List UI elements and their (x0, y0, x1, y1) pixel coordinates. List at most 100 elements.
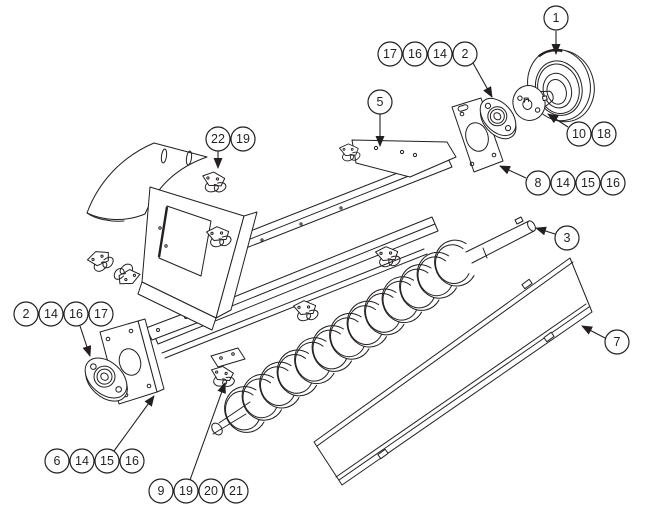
balloon-label: 7 (614, 335, 621, 349)
frame-bottom-edge (161, 248, 425, 354)
hub-barrel-line (544, 100, 553, 108)
shaft-key (514, 216, 524, 225)
flange-bolt-hole (504, 125, 512, 132)
plate-bolt-hole (469, 161, 475, 167)
leader-upper-bearing-plate (499, 165, 527, 179)
cover-panel-tab (521, 278, 533, 290)
shaft-shoulder (482, 247, 488, 259)
balloon-upper-flange-bearing-14 (427, 41, 453, 67)
balloon-label: 16 (606, 176, 620, 190)
balloon-label: 14 (556, 176, 570, 190)
balloon-label: 9 (158, 484, 165, 498)
leader-hub-bushing (547, 113, 569, 128)
auger-shaft-end-cap (211, 422, 223, 436)
upper-plate-face (451, 97, 504, 173)
hub-hole (534, 107, 541, 113)
cover-panel (313, 257, 593, 486)
auger-shaft-line (218, 401, 251, 424)
balloon-lower-clamp-bracket-21 (223, 478, 249, 504)
auger-flights-outer (224, 239, 475, 433)
balloon-label: 17 (94, 307, 108, 321)
leader-lower-clamp-bracket (189, 382, 226, 481)
cover-panel-tab (543, 331, 555, 343)
upper-plate-hole (465, 122, 489, 152)
balloon-lower-clamp-bracket-20 (198, 478, 224, 504)
frame-weldment (86, 139, 457, 359)
balloon-label: 14 (433, 47, 447, 61)
hub-setscrew (541, 95, 548, 102)
hub-barrel-line (539, 90, 551, 93)
balloon-lower-flange-bearing-14 (38, 301, 64, 327)
auger-drive-shaft-line (471, 230, 535, 264)
leader-lower-bearing-plate (113, 395, 155, 452)
balloon-auger-3 (554, 225, 580, 251)
tip-plate-hole (399, 149, 405, 155)
frame-tower-side (215, 211, 258, 319)
balloon-lower-bearing-plate-15 (94, 448, 120, 474)
pulley-bore (546, 79, 567, 105)
balloon-hub-bushing-10 (566, 121, 592, 147)
balloon-label: 20 (204, 484, 218, 498)
balloon-drive-pulley-1 (543, 5, 569, 31)
balloon-label: 1 (553, 11, 560, 25)
balloon-label: 14 (44, 307, 58, 321)
upper-plate-slot (457, 104, 469, 112)
leader-auger (535, 226, 556, 236)
balloon-label: 2 (462, 47, 469, 61)
hub-hole (517, 95, 523, 101)
bracket-hole (156, 328, 160, 332)
lower-plate-hole (118, 348, 142, 376)
bearing-bore (493, 112, 502, 121)
spring-clamp (207, 363, 238, 390)
cover-panel-hem (335, 303, 587, 478)
frame-tip-plate (351, 139, 457, 178)
balloon-label: 5 (377, 95, 384, 109)
frame-hood-lip (86, 212, 125, 222)
cover-panel-face (313, 257, 593, 486)
balloon-label: 17 (383, 47, 397, 61)
balloon-upper-spring-clamp-22 (205, 126, 231, 152)
cover-panel-hem (316, 261, 574, 447)
frame-hood (86, 142, 208, 220)
flange-bolt-hole (484, 102, 492, 109)
balloon-label: 16 (408, 47, 422, 61)
auger-drive-shaft-line (465, 220, 530, 253)
balloon-label: 15 (581, 176, 595, 190)
balloon-lower-flange-bearing-2 (13, 301, 39, 327)
balloon-label: 14 (75, 454, 89, 468)
plate-bolt-hole (105, 336, 111, 342)
balloon-upper-flange-bearing-17 (377, 41, 403, 67)
balloon-lower-bearing-plate-14 (69, 448, 95, 474)
clamp-plate-hole (219, 356, 223, 360)
flange-bolt-hole (90, 363, 97, 370)
tower-hole (158, 226, 162, 230)
balloon-lower-clamp-bracket-19 (173, 478, 199, 504)
rail-hole (339, 206, 343, 210)
balloon-label: 19 (179, 484, 193, 498)
spring-clamp (199, 169, 229, 196)
upper-flange-bearing (479, 97, 517, 140)
leader-lower-flange-bearing (79, 325, 92, 357)
balloon-upper-bearing-plate-16 (600, 170, 626, 196)
leader-upper-flange-bearing (472, 62, 493, 98)
balloon-frame-weldment-5 (367, 89, 393, 115)
hub-bushing (512, 85, 554, 121)
hood-slot (160, 148, 168, 164)
balloon-lower-bearing-plate-6 (44, 448, 70, 474)
leader-cover-panel (581, 325, 606, 339)
auger-flights-inner (225, 244, 470, 431)
balloon-lower-flange-bearing-17 (88, 301, 114, 327)
leader-lines (79, 31, 606, 481)
bearing-inner-race (96, 368, 113, 385)
auger-drive-shaft-tip (527, 220, 536, 232)
spring-clamps (85, 142, 402, 390)
hub-keyway (523, 97, 530, 103)
balloon-upper-bearing-plate-15 (575, 170, 601, 196)
tower-hole (164, 244, 168, 248)
plate-bolt-hole (128, 328, 134, 334)
balloon-label: 15 (100, 454, 114, 468)
balloon-upper-bearing-plate-8 (525, 170, 551, 196)
